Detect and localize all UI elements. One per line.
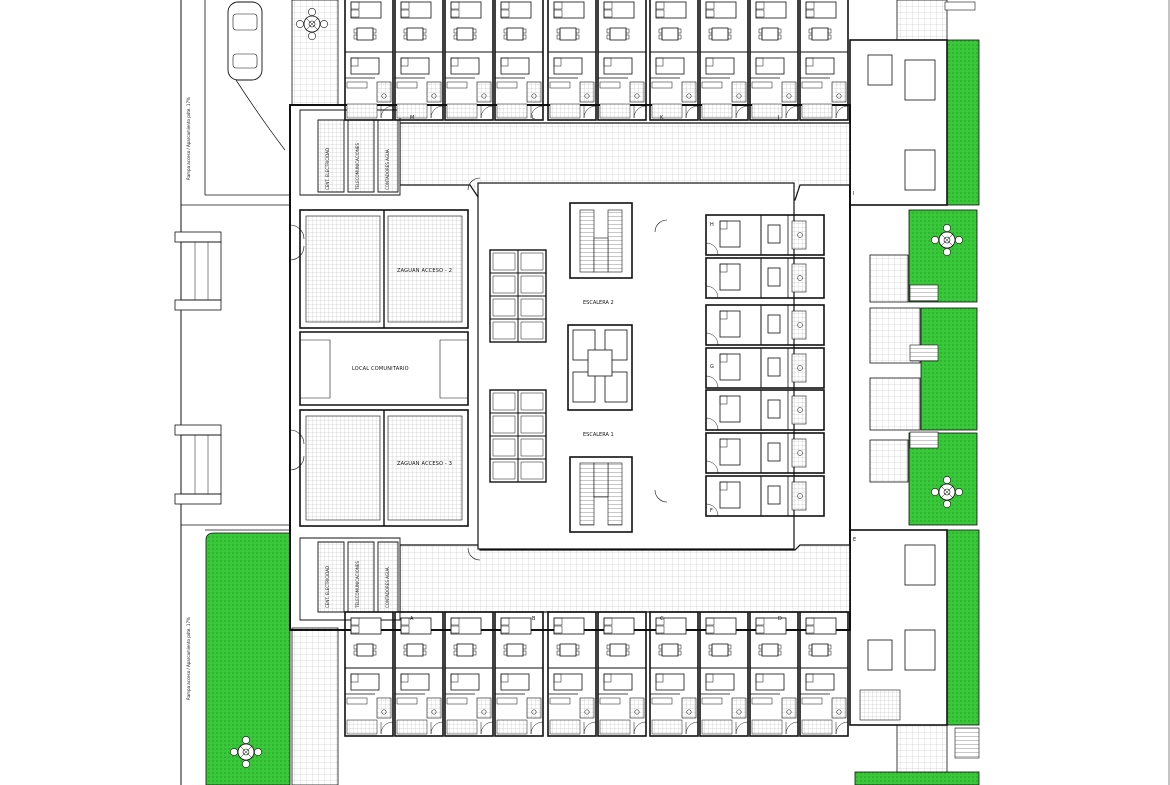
entrance-gate-bottom <box>174 424 222 505</box>
stair-top <box>569 202 633 279</box>
telecom-bottom: TELECOMUNICACIONES <box>355 561 360 609</box>
unit-letter-h: H <box>710 222 714 228</box>
cent-electricidad-top: CENT. ELECTRICIDAD <box>325 148 330 190</box>
cent-electricidad-bottom: CENT. ELECTRICIDAD <box>325 566 330 608</box>
skylight-top <box>489 249 547 343</box>
unit-letter-a: A <box>410 616 414 622</box>
unit-letter-l: L <box>532 115 535 121</box>
contadores-agua-bottom: CONTADORES AGUA <box>385 567 390 608</box>
ramp-label-bottom: Rampa acceso / Aparcamiento pdte. 17% <box>186 617 191 700</box>
stair-label-bottom: ESCALERA 1 <box>583 432 614 438</box>
car-icon <box>227 1 286 151</box>
entrance-gate-top <box>174 231 222 311</box>
unit-letter-m: M <box>410 115 414 121</box>
local-comunitario-label: LOCAL COMUNITARIO <box>352 366 409 372</box>
street-boundary <box>180 0 290 785</box>
service-rooms <box>299 109 401 621</box>
unit-letter-f: F <box>710 508 713 514</box>
garden-right-top <box>946 39 980 206</box>
garden-right-2 <box>920 307 978 431</box>
unit-letter-d: D <box>778 616 782 622</box>
garden-right-bottom <box>946 529 980 726</box>
stair-label-top: ESCALERA 2 <box>583 300 614 306</box>
garden-bottom-right <box>854 771 980 785</box>
patio-tiles <box>291 0 948 785</box>
entrance-doors <box>289 177 668 561</box>
contadores-agua-top: CONTADORES AGUA <box>385 149 390 190</box>
skylight-bottom <box>489 389 547 483</box>
telecom-top: TELECOMUNICACIONES <box>355 143 360 191</box>
zaguan-2-label: ZAGUAN ACCESO - 2 <box>397 268 452 274</box>
garden-bottom-left <box>205 532 291 785</box>
unit-letter-j: J <box>777 115 779 121</box>
elevator-core <box>567 324 633 411</box>
unit-letter-e: E <box>853 537 856 543</box>
unit-letter-k: K <box>660 115 664 121</box>
stair-bottom <box>569 456 633 533</box>
vestibules <box>299 209 469 527</box>
apartments-right <box>705 39 948 726</box>
unit-letters: M L K J A B C D H G F E I <box>410 115 856 622</box>
unit-letter-b: B <box>532 616 536 622</box>
unit-letter-i: I <box>853 191 854 197</box>
zaguan-3-label: ZAGUAN ACCESO - 3 <box>397 461 452 467</box>
external-steps <box>909 1 980 759</box>
garden-right-3 <box>908 432 978 526</box>
unit-letter-g: G <box>710 364 714 370</box>
right-patios <box>869 254 921 483</box>
ramp-label-top: Rampa acceso / Aparcamiento pdte. 17% <box>186 97 191 180</box>
unit-letter-c: C <box>660 616 664 622</box>
central-hall <box>477 182 795 550</box>
